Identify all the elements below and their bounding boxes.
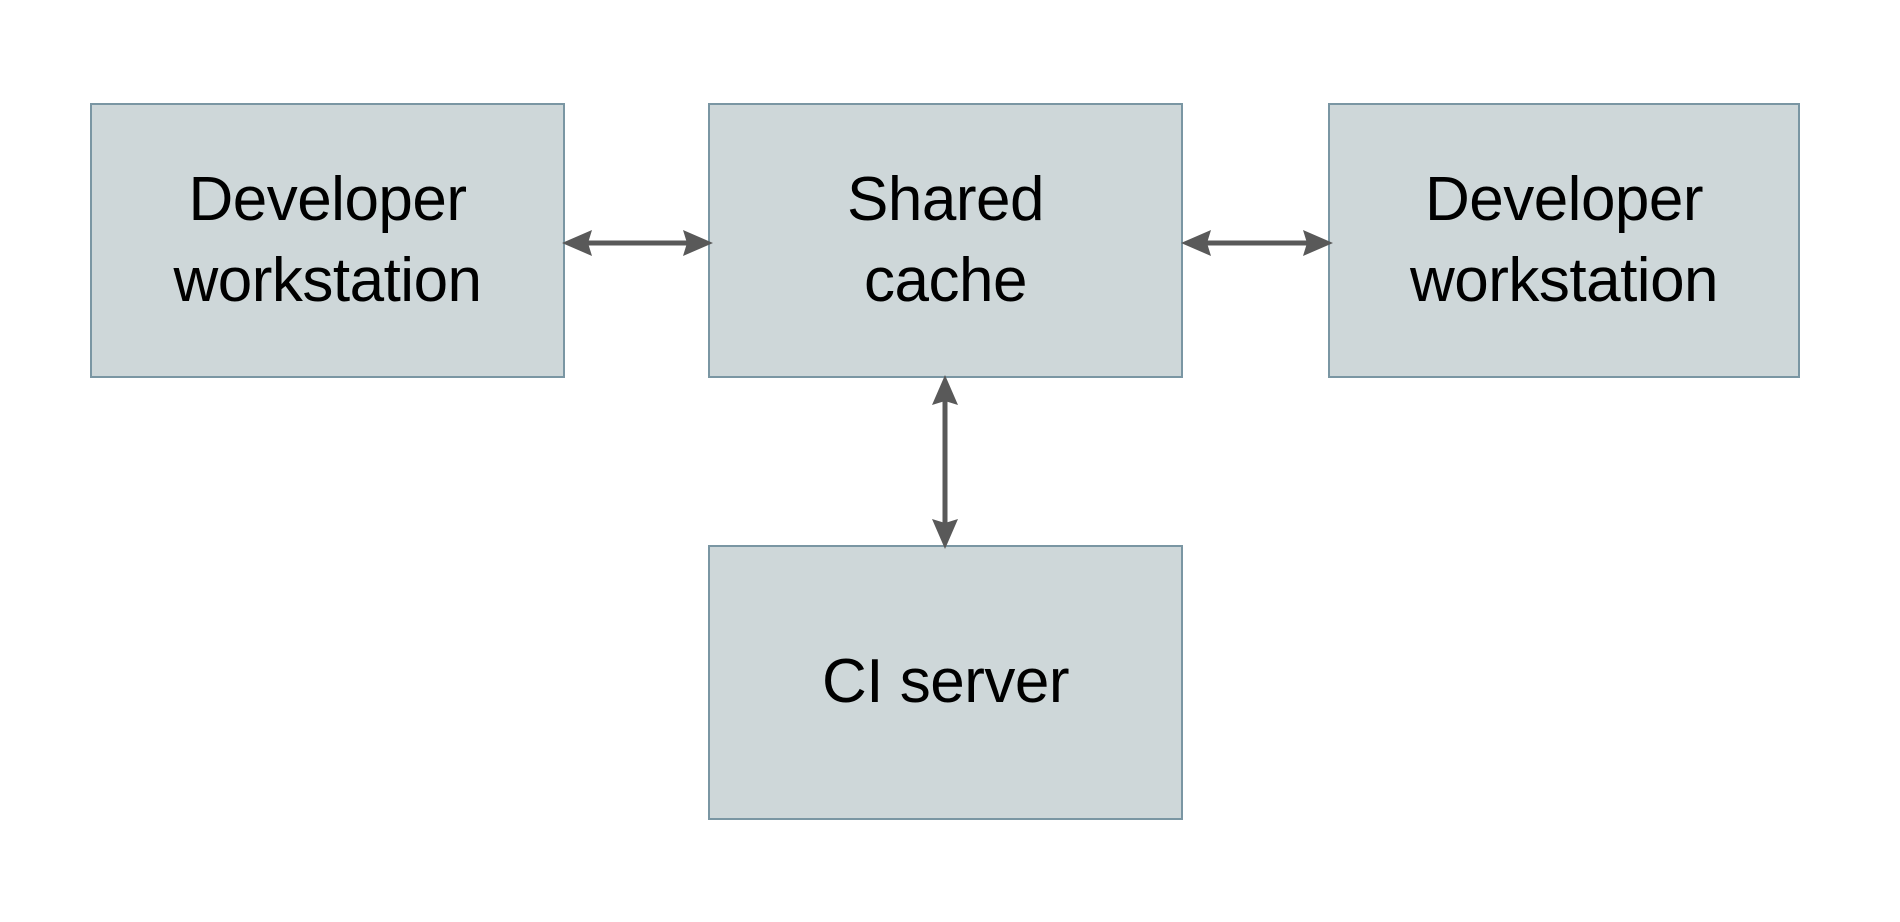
arrowhead-right-icon [683,230,713,256]
arrowhead-left-icon [1181,230,1211,256]
arrowhead-down-icon [932,519,958,549]
connector-developer-workstation-left-to-shared-cache[interactable] [560,213,715,273]
node-ci-server[interactable]: CI server [708,545,1183,820]
node-label: Developer workstation [1409,164,1719,315]
node-developer-workstation-right[interactable]: Developer workstation [1328,103,1800,378]
connector-shared-cache-to-developer-workstation-right[interactable] [1178,213,1336,273]
node-label: Developer workstation [173,164,482,315]
connector-shared-cache-to-ci-server[interactable] [915,373,975,551]
arrowhead-up-icon [932,375,958,405]
arrowhead-right-icon [1303,230,1333,256]
node-label: Shared cache [847,164,1044,315]
node-developer-workstation-left[interactable]: Developer workstation [90,103,565,378]
arrowhead-left-icon [562,230,592,256]
node-shared-cache[interactable]: Shared cache [708,103,1183,378]
node-label: CI server [822,647,1069,717]
